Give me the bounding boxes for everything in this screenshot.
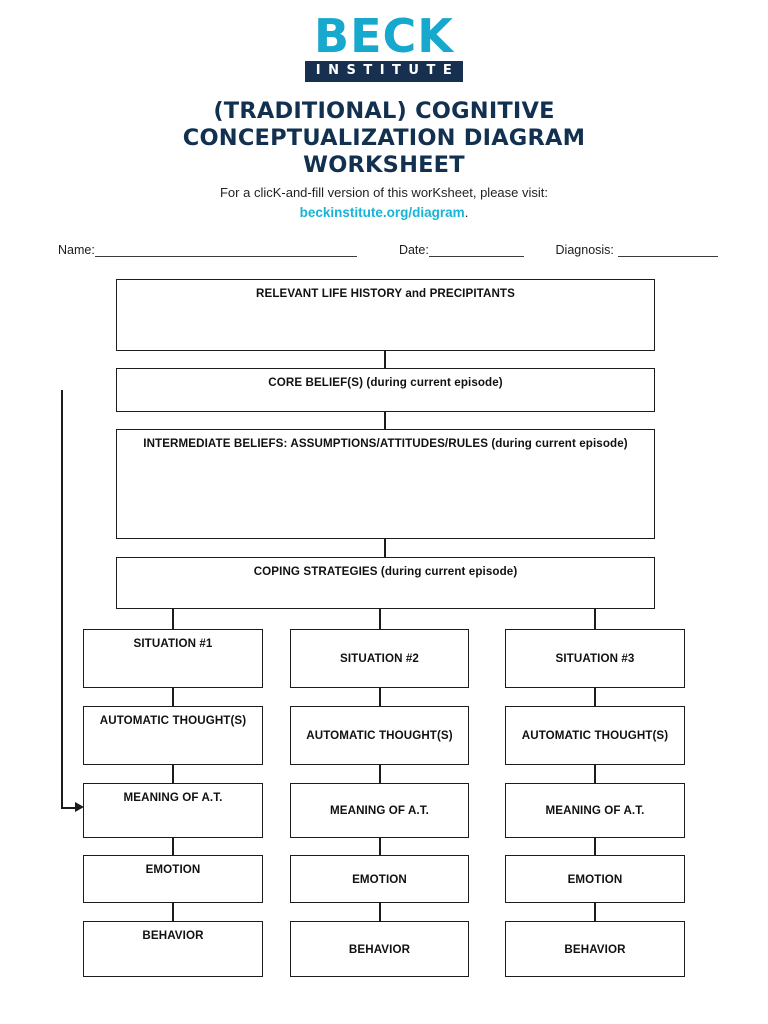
connector-emotion-3-to-behavior — [594, 903, 596, 921]
subtitle-text: For a clicK-and-fill version of this wor… — [219, 185, 548, 200]
connector-emotion-2-to-behavior — [379, 903, 381, 921]
box-emotion-2[interactable]: EMOTION — [290, 855, 469, 903]
diagnosis-input[interactable] — [618, 245, 718, 257]
box-label: RELEVANT LIFE HISTORY and PRECIPITANTS — [256, 287, 515, 300]
connector-at-2-to-meaning — [379, 765, 381, 783]
box-label: MEANING OF A.T. — [545, 804, 645, 817]
connector-core-to-intermediate — [384, 412, 386, 429]
date-input[interactable] — [428, 245, 524, 257]
connector-at-1-to-meaning — [172, 765, 174, 783]
box-label: AUTOMATIC THOUGHT(S) — [306, 729, 453, 742]
box-label: AUTOMATIC THOUGHT(S) — [99, 714, 247, 727]
box-label: EMOTION — [352, 872, 407, 886]
identification-row: Name: Date: Diagnosis: — [58, 243, 718, 257]
link-period: . — [464, 205, 469, 221]
box-emotion-3[interactable]: EMOTION — [505, 855, 685, 903]
logo-wordmark: BECK — [314, 9, 454, 63]
box-situation-1[interactable]: SITUATION #1 — [83, 629, 263, 688]
box-label: BEHAVIOR — [348, 942, 411, 956]
box-coping-strategies[interactable]: COPING STRATEGIES (during current episod… — [116, 557, 655, 609]
box-core-beliefs[interactable]: CORE BELIEF(S) (during current episode) — [116, 368, 655, 412]
box-label: SITUATION #2 — [340, 652, 419, 665]
box-label: SITUATION #3 — [555, 652, 635, 665]
box-label: CORE BELIEF(S) (during current episode) — [268, 376, 503, 389]
box-meaning-of-at-2[interactable]: MEANING OF A.T. — [290, 783, 469, 838]
box-behavior-2[interactable]: BEHAVIOR — [290, 921, 469, 977]
box-label: EMOTION — [567, 872, 623, 886]
box-automatic-thoughts-1[interactable]: AUTOMATIC THOUGHT(S) — [83, 706, 263, 765]
box-label: SITUATION #1 — [133, 637, 213, 650]
connector-coping-to-situation-1 — [172, 609, 174, 629]
connector-at-3-to-meaning — [594, 765, 596, 783]
connector-coping-to-situation-2 — [379, 609, 381, 629]
date-label: Date: — [398, 243, 429, 257]
connector-intermediate-to-coping — [384, 539, 386, 557]
logo-institute-bar: INSTITUTE — [304, 61, 464, 83]
box-meaning-of-at-1[interactable]: MEANING OF A.T. — [83, 783, 263, 838]
box-label: MEANING OF A.T. — [123, 791, 223, 804]
box-automatic-thoughts-2[interactable]: AUTOMATIC THOUGHT(S) — [290, 706, 469, 765]
page-title: (TRADITIONAL) COGNITIVE CONCEPTUALIZATIO… — [0, 98, 768, 180]
name-label: Name: — [58, 243, 95, 257]
connector-situation-1-to-at — [172, 688, 174, 706]
name-input[interactable] — [94, 245, 358, 257]
connector-situation-3-to-at — [594, 688, 596, 706]
box-label: AUTOMATIC THOUGHT(S) — [521, 729, 669, 742]
feedback-arrow-horizontal-line — [61, 807, 77, 809]
connector-meaning-2-to-emotion — [379, 838, 381, 855]
page-title-line-2: CONCEPTUALIZATION DIAGRAM — [182, 125, 586, 152]
box-behavior-1[interactable]: BEHAVIOR — [83, 921, 263, 977]
box-relevant-life-history[interactable]: RELEVANT LIFE HISTORY and PRECIPITANTS — [116, 279, 655, 351]
diagram-link[interactable]: beckinstitute.org/diagram — [299, 205, 465, 221]
connector-history-to-core — [384, 351, 386, 368]
box-automatic-thoughts-3[interactable]: AUTOMATIC THOUGHT(S) — [505, 706, 685, 765]
connector-meaning-1-to-emotion — [172, 838, 174, 855]
feedback-arrow-head-icon — [75, 802, 84, 812]
box-situation-3[interactable]: SITUATION #3 — [505, 629, 685, 688]
connector-coping-to-situation-3 — [594, 609, 596, 629]
box-behavior-3[interactable]: BEHAVIOR — [505, 921, 685, 977]
connector-emotion-1-to-behavior — [172, 903, 174, 921]
box-label: INTERMEDIATE BELIEFS: ASSUMPTIONS/ATTITU… — [143, 437, 628, 450]
connector-situation-2-to-at — [379, 688, 381, 706]
box-label: BEHAVIOR — [564, 942, 626, 956]
subtitle-block: For a clicK-and-fill version of this wor… — [0, 184, 768, 223]
box-intermediate-beliefs[interactable]: INTERMEDIATE BELIEFS: ASSUMPTIONS/ATTITU… — [116, 429, 655, 539]
page-title-line-3: WORKSHEET — [303, 152, 465, 179]
box-emotion-1[interactable]: EMOTION — [83, 855, 263, 903]
beck-institute-logo: BECK INSTITUTE — [0, 9, 768, 83]
page-title-line-1: (TRADITIONAL) COGNITIVE — [213, 98, 555, 124]
box-meaning-of-at-3[interactable]: MEANING OF A.T. — [505, 783, 685, 838]
diagnosis-label: Diagnosis: — [555, 243, 614, 257]
box-label: BEHAVIOR — [142, 929, 204, 942]
box-label: EMOTION — [145, 863, 201, 876]
box-situation-2[interactable]: SITUATION #2 — [290, 629, 469, 688]
box-label: MEANING OF A.T. — [330, 804, 429, 817]
subtitle-link-line: beckinstitute.org/diagram. — [0, 203, 768, 222]
box-label: COPING STRATEGIES (during current episod… — [253, 565, 518, 578]
feedback-arrow-vertical-line — [61, 390, 63, 808]
connector-meaning-3-to-emotion — [594, 838, 596, 855]
